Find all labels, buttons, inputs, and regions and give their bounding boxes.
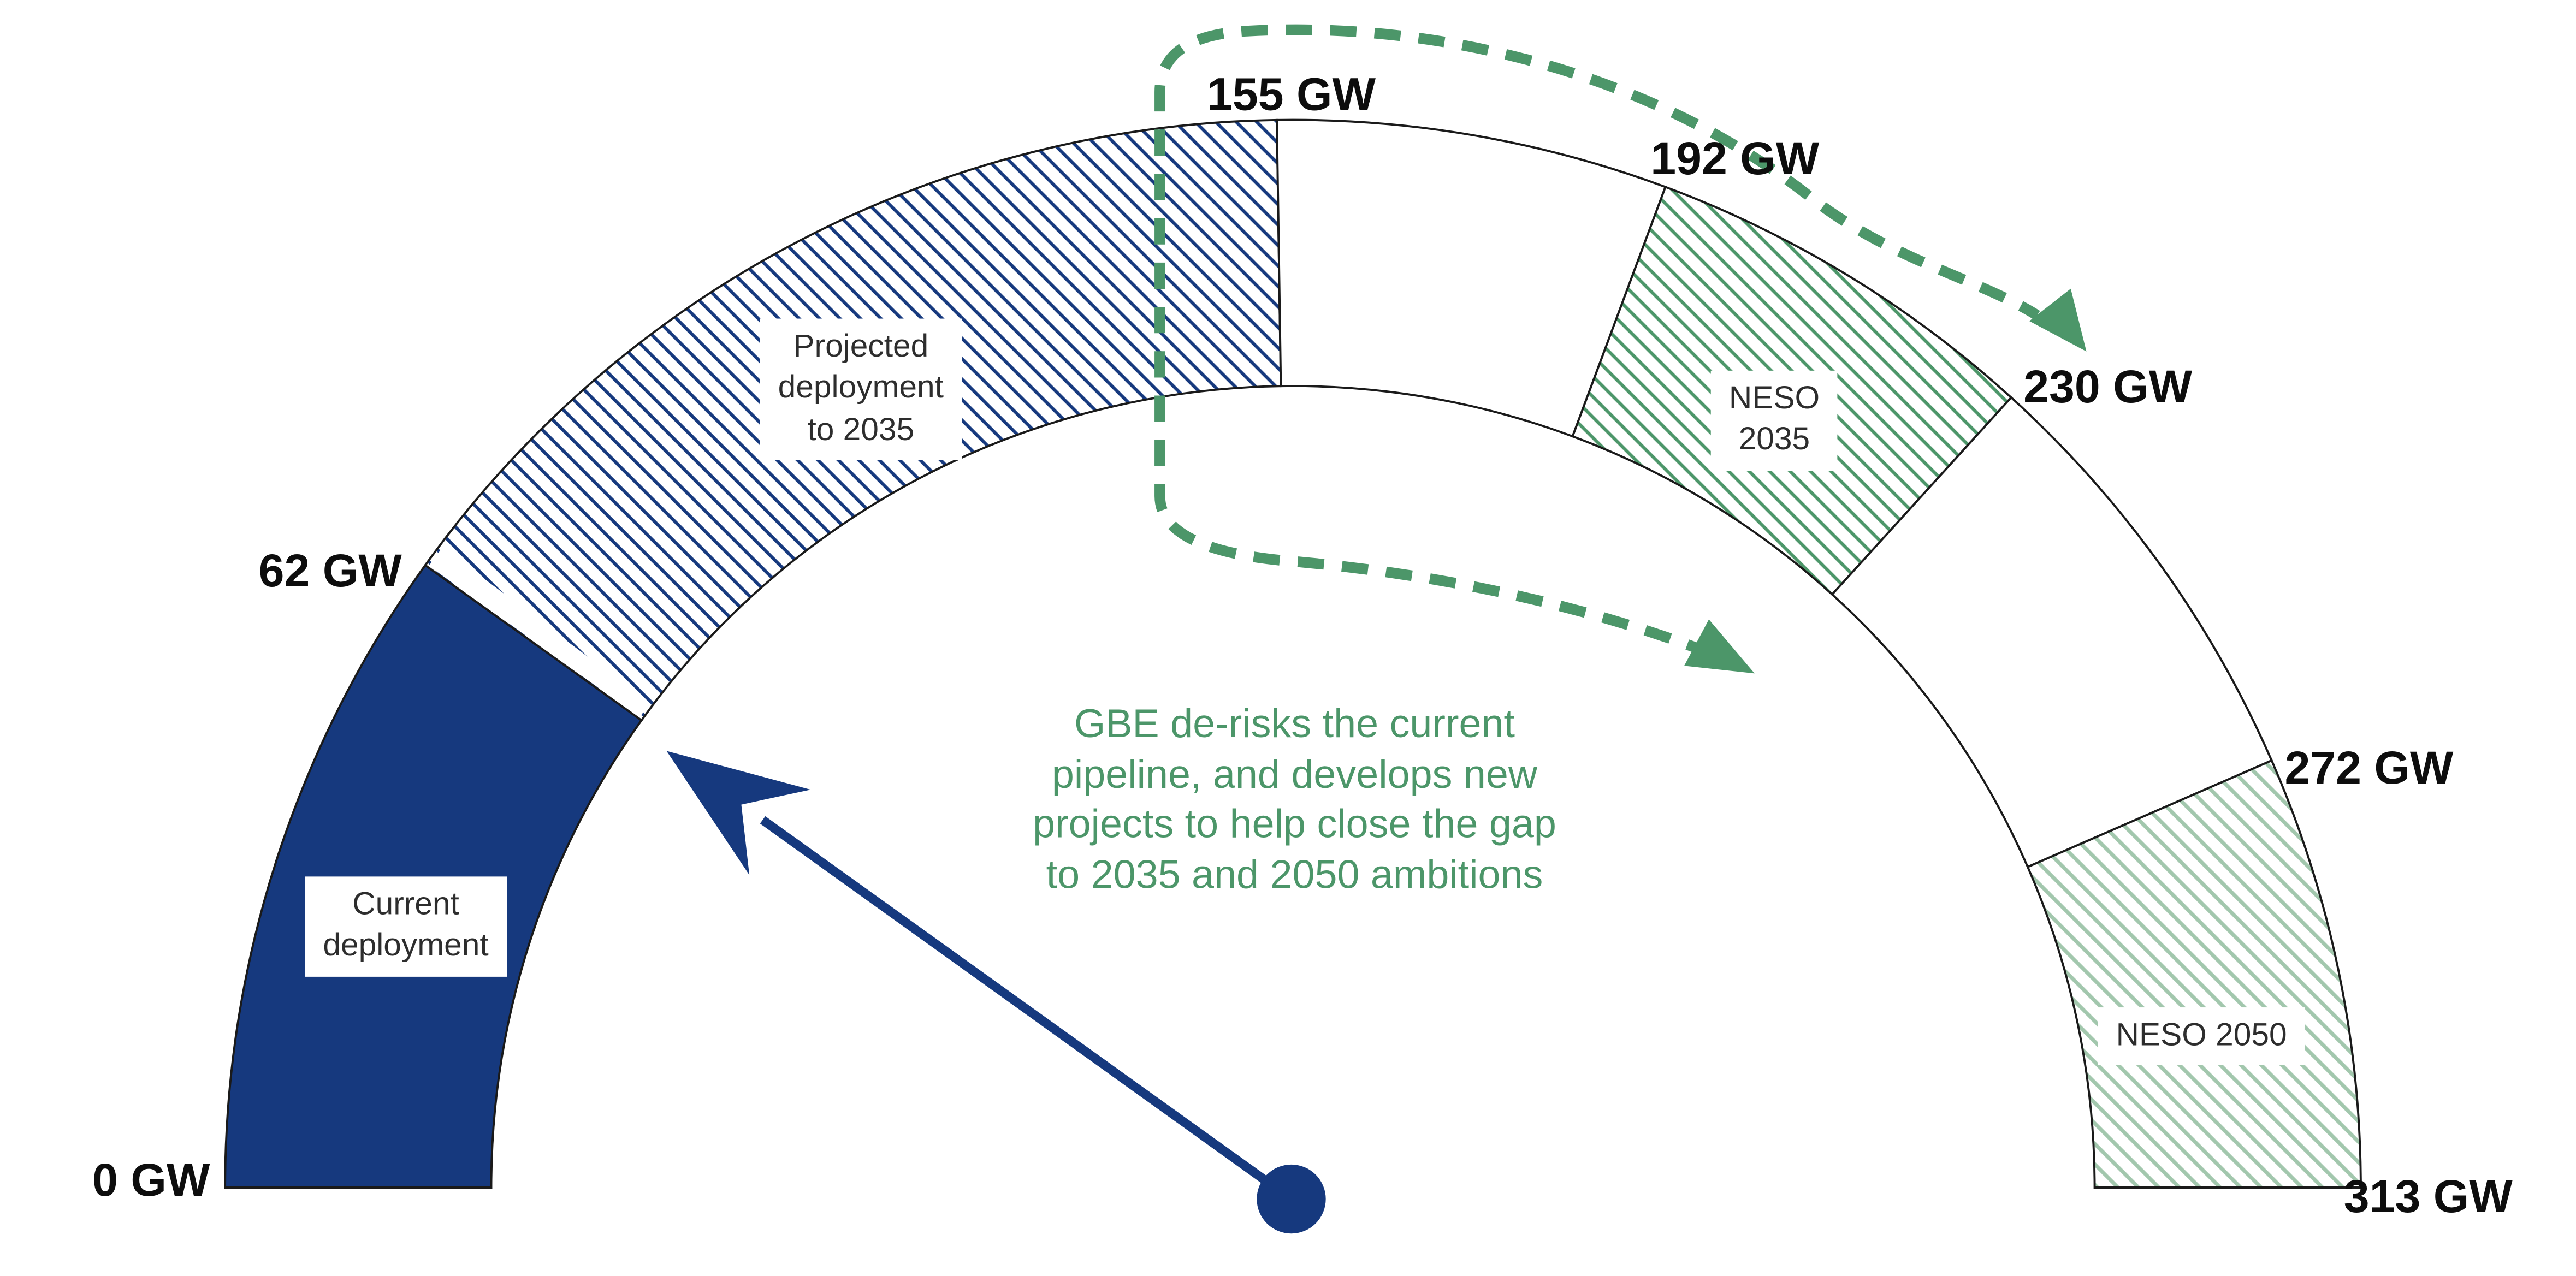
needle-arrowhead-icon [666, 751, 811, 875]
flow-arrowhead-to-annotation-icon [1684, 619, 1755, 674]
tick-label-230gw: 230 GW [2023, 361, 2193, 413]
flow-arrowhead-to-230gw-icon [2029, 288, 2087, 352]
needle-pivot [1257, 1164, 1326, 1234]
segment-label-neso-2050: NESO 2050 [2098, 1007, 2305, 1066]
dashed-flow-arrow-path [1154, 24, 2040, 659]
gauge-segment-neso-2050 [2026, 759, 2362, 1189]
gauge-segment-current-deployment [224, 563, 643, 1189]
needle-shaft [760, 816, 1294, 1203]
tick-label-0gw: 0 GW [92, 1154, 210, 1206]
segment-label-neso-2035: NESO 2035 [1710, 370, 1838, 471]
segment-label-projected-deployment: Projected deployment to 2035 [760, 318, 962, 460]
tick-label-192gw: 192 GW [1650, 133, 1820, 184]
segment-divider-sliver [429, 547, 650, 717]
annotation-text: GBE de-risks the current pipeline, and d… [1033, 702, 1556, 898]
segment-label-current-deployment: Current deployment [305, 876, 507, 976]
tick-label-62gw: 62 GW [258, 545, 402, 597]
tick-label-155gw: 155 GW [1207, 69, 1376, 120]
tick-label-272gw: 272 GW [2284, 742, 2454, 794]
tick-label-313gw: 313 GW [2343, 1171, 2513, 1222]
